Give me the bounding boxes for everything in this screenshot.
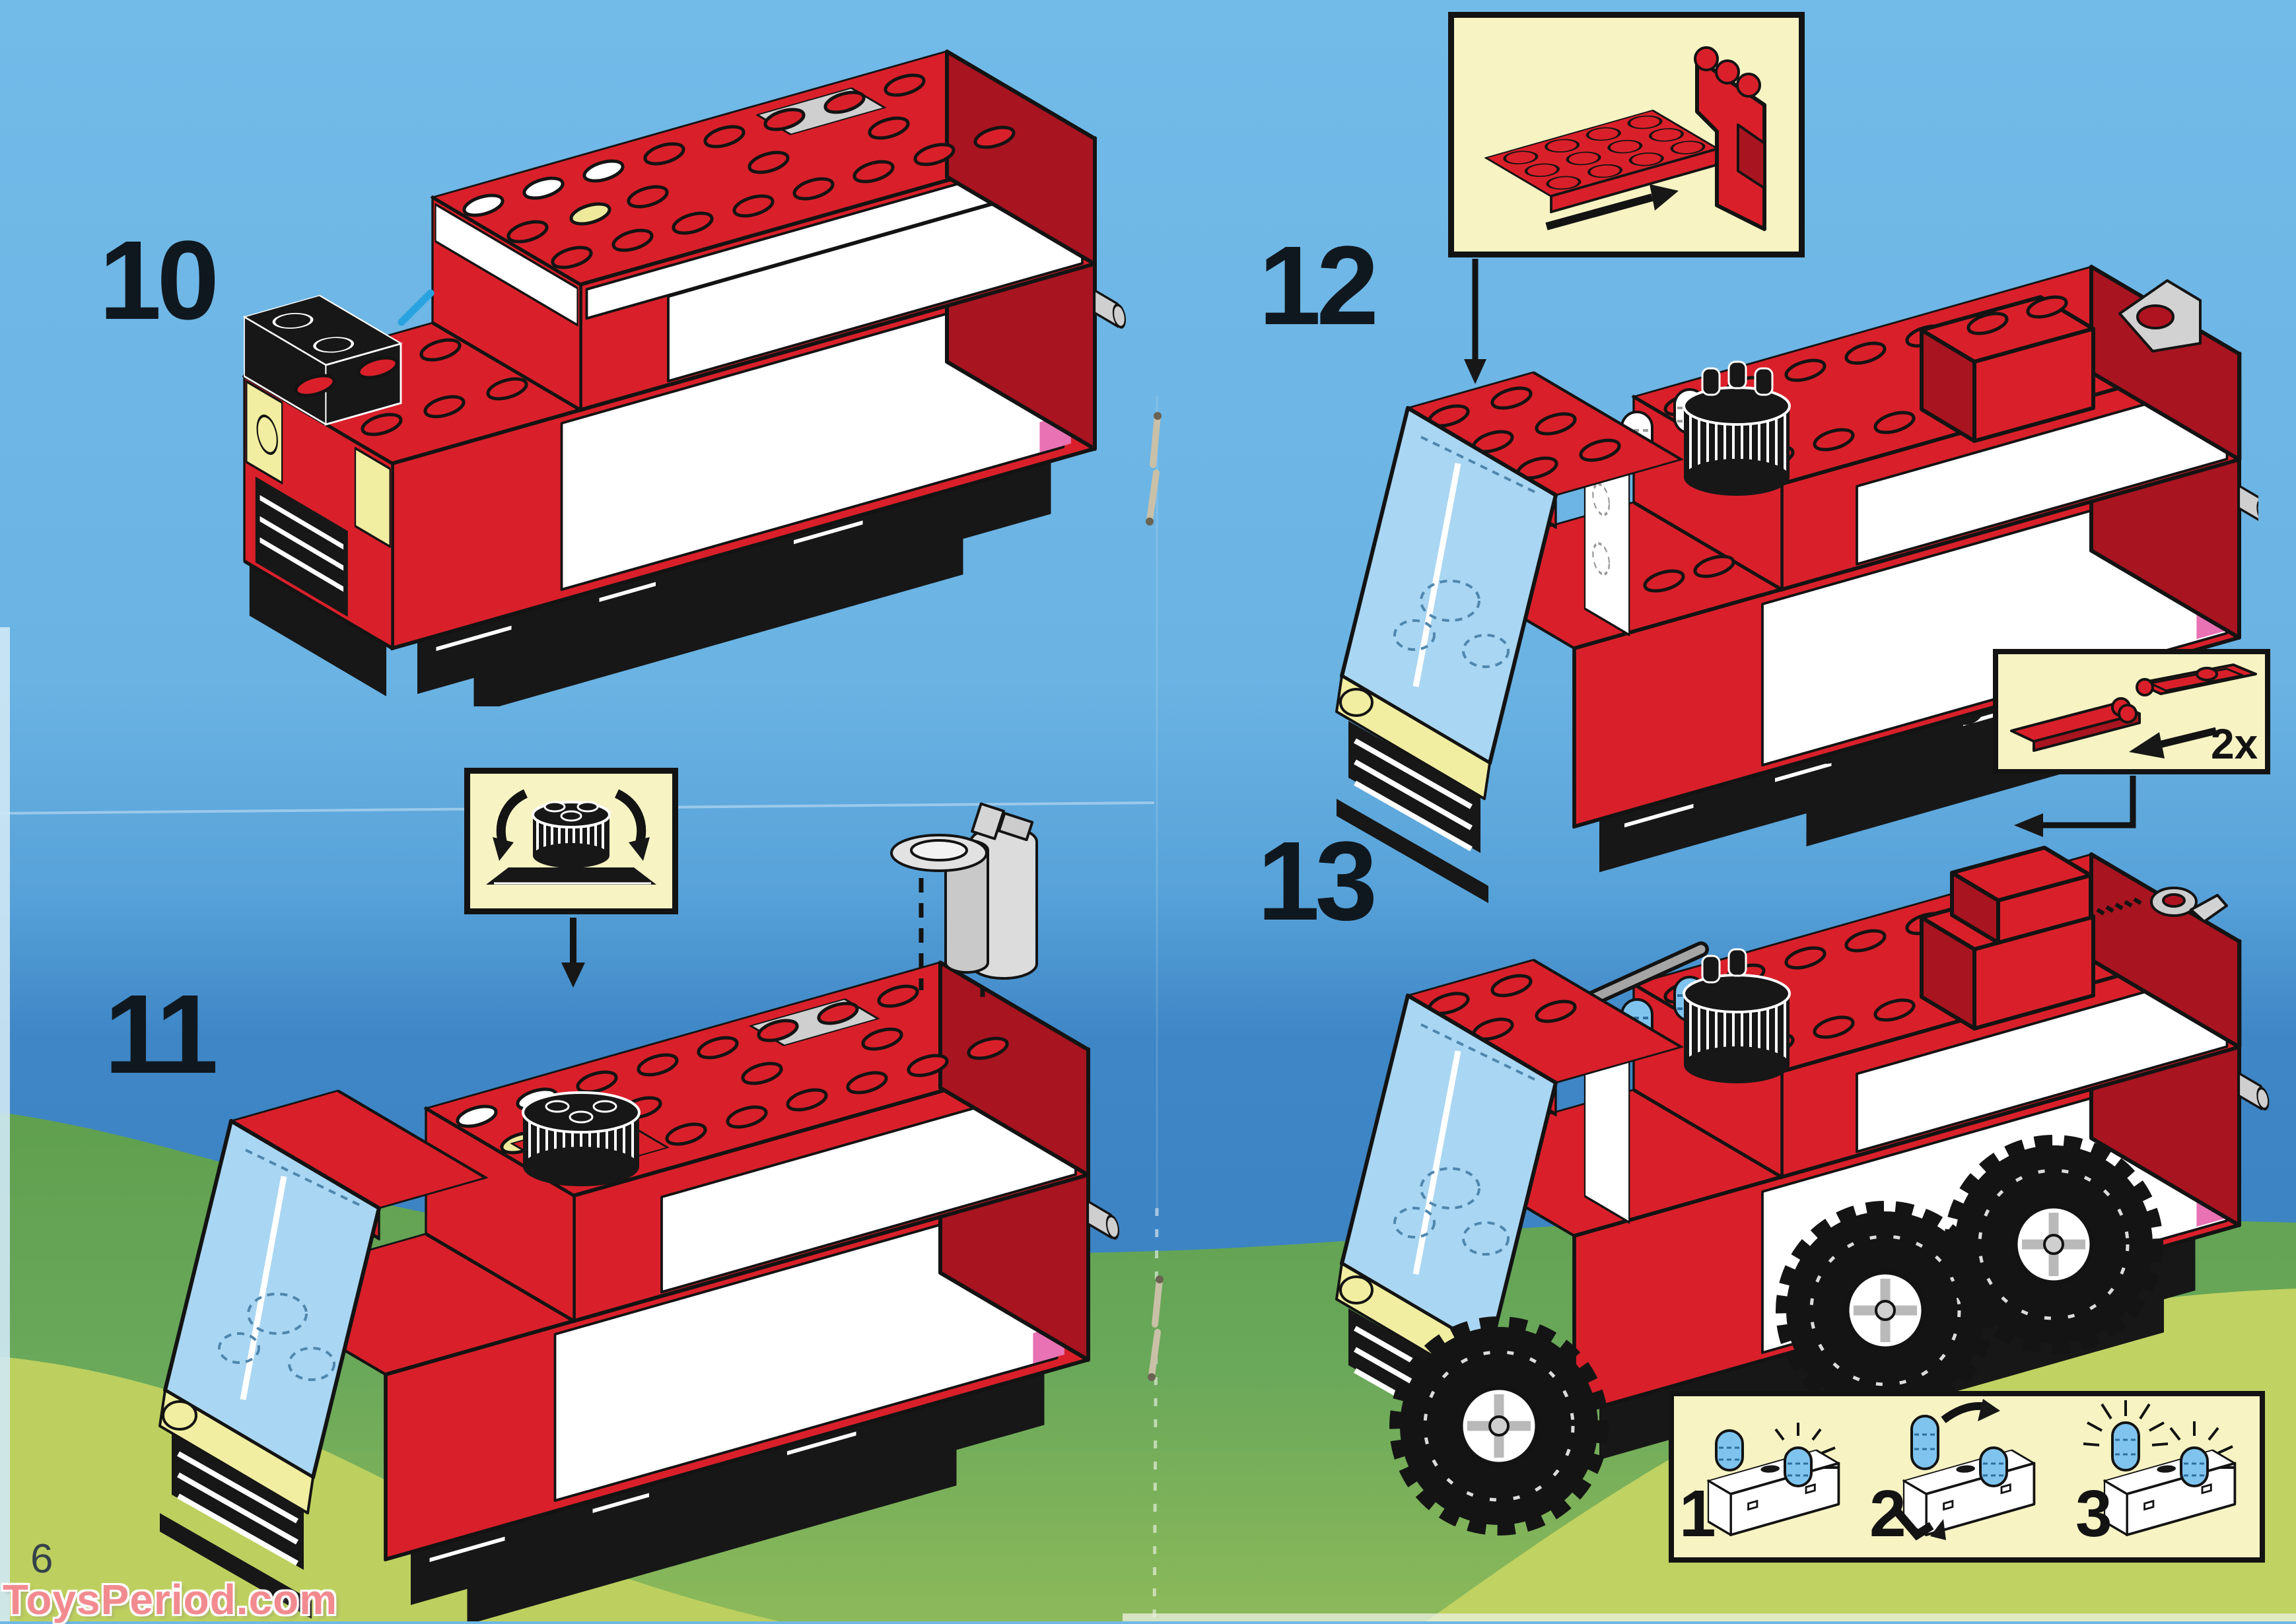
light-sequence-diagram: 1 2 (1679, 1399, 2237, 1551)
page-number: 6 (30, 1536, 53, 1582)
hinge-tile-icon: 2x (2010, 663, 2258, 768)
step-13-label: 13 (1257, 819, 1377, 944)
light-frame-2: 2 (1869, 1399, 2036, 1551)
page-edge-bottom (1123, 1613, 2296, 1621)
quantity-label: 2x (2211, 720, 2258, 768)
staple-shadow (1146, 412, 1164, 1381)
watermark: ToysPeriod.com (3, 1576, 338, 1623)
sequence-3-label: 3 (2075, 1477, 2112, 1551)
step-12-label: 12 (1259, 223, 1379, 349)
step-11-label: 11 (104, 972, 219, 1097)
hinge-tile-inset: 2x (1993, 649, 2270, 774)
step-10-label: 10 (99, 218, 219, 343)
sequence-1-label: 1 (1679, 1477, 1716, 1551)
light-frame-1: 1 (1679, 1423, 1840, 1551)
plate-slide-inset (1448, 12, 1805, 257)
rotate-arrows-icon (486, 789, 656, 885)
slide-arrow-icon (1484, 46, 1766, 231)
page-edge-left (0, 627, 10, 1621)
staple-icon (1146, 413, 1163, 1379)
light-frame-3: 3 (2075, 1400, 2237, 1551)
light-sequence-inset: 1 2 (1669, 1391, 2265, 1563)
sequence-2-label: 2 (1869, 1477, 1906, 1551)
beacon-rotate-inset (464, 768, 678, 914)
